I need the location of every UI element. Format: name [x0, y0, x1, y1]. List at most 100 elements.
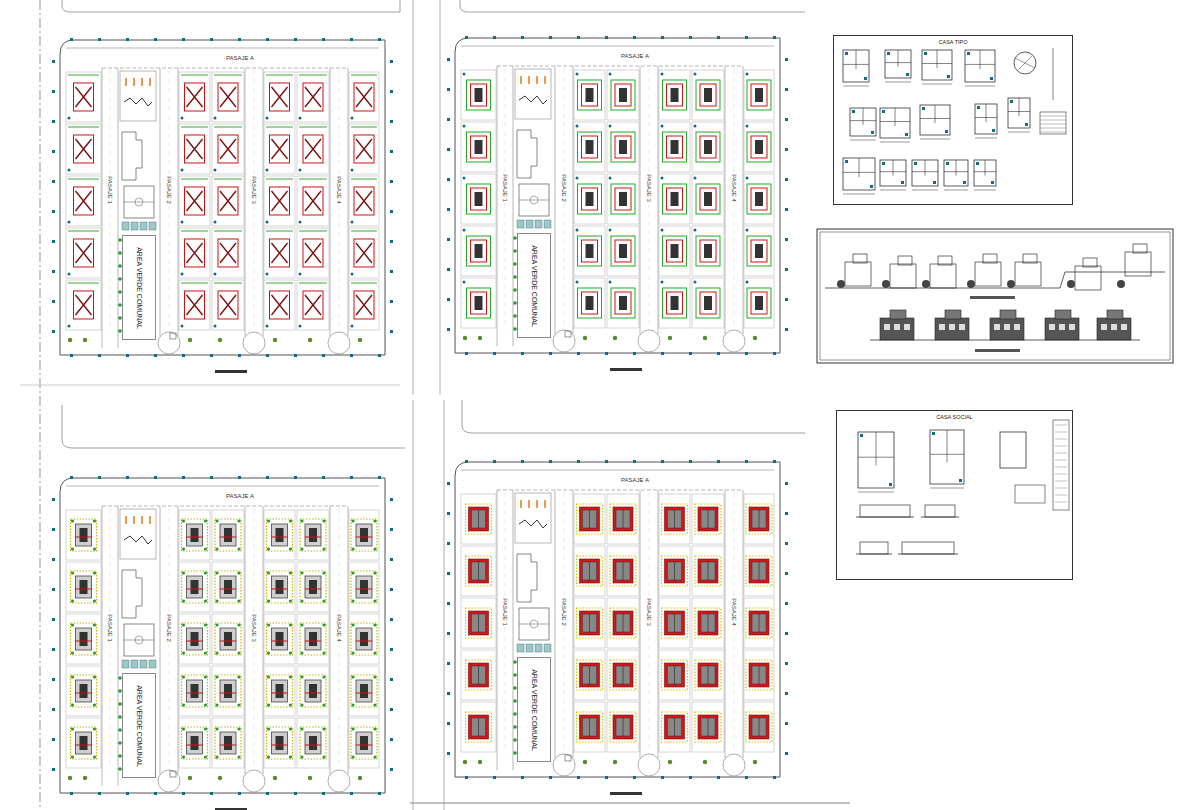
housing-lot [179, 176, 210, 226]
cul-de-sac [723, 330, 745, 352]
housing-lot [179, 124, 210, 174]
housing-lot [607, 546, 639, 596]
housing-lot [574, 650, 605, 700]
street-name: PASAJE 4 [336, 175, 343, 205]
housing-lot [574, 174, 605, 224]
housing-lot [212, 176, 244, 226]
housing-lot [461, 650, 496, 700]
cul-de-sac [328, 332, 350, 354]
green-area-strip: AREA VERDE COMUNAL [122, 235, 156, 340]
street-name: PASAJE 4 [336, 613, 343, 643]
site-plan [447, 460, 788, 795]
housing-lot [212, 280, 244, 330]
street-name: PASAJE A [225, 493, 255, 500]
housing-lot [264, 666, 295, 716]
housing-lot [574, 122, 605, 172]
scale-bar [215, 808, 247, 810]
housing-lot [744, 546, 774, 596]
housing-lot [264, 510, 295, 560]
street-name: PASAJE 1 [502, 597, 509, 627]
housing-lot [264, 718, 295, 768]
housing-lot [744, 278, 774, 328]
housing-lot [264, 124, 295, 174]
cul-de-sac [553, 330, 575, 352]
cul-de-sac [158, 770, 180, 792]
housing-lot [574, 546, 605, 596]
housing-lot [212, 718, 244, 768]
housing-lot [297, 718, 329, 768]
drawing-sheet-frame: CASA SOCIAL [836, 410, 1073, 580]
street-lines [20, 0, 850, 810]
site-boundary [455, 38, 780, 353]
cul-de-sac [638, 754, 660, 776]
green-area-strip: AREA VERDE COMUNAL [122, 673, 156, 778]
site-boundary [455, 462, 780, 777]
housing-lot [461, 122, 496, 172]
housing-lot [607, 598, 639, 648]
housing-lot [461, 278, 496, 328]
housing-lot [659, 122, 690, 172]
housing-lot [659, 650, 690, 700]
community-area [118, 71, 156, 333]
street-name: PASAJE A [225, 55, 255, 62]
housing-lot [692, 650, 724, 700]
street-name: PASAJE A [620, 477, 650, 484]
housing-lot [461, 494, 496, 544]
cul-de-sac [553, 754, 575, 776]
housing-lot [461, 598, 496, 648]
housing-lot [297, 124, 329, 174]
housing-lot [692, 546, 724, 596]
housing-lot [659, 494, 690, 544]
cul-de-sac [328, 770, 350, 792]
housing-lot [179, 280, 210, 330]
housing-lot [692, 278, 724, 328]
housing-lot [66, 614, 101, 664]
housing-lot [297, 176, 329, 226]
community-area [118, 509, 156, 771]
housing-lot [66, 176, 101, 226]
housing-lot [179, 510, 210, 560]
housing-lot [692, 494, 724, 544]
housing-lot [607, 174, 639, 224]
housing-lot [692, 122, 724, 172]
housing-lot [349, 718, 379, 768]
housing-lot [179, 666, 210, 716]
housing-lot [212, 666, 244, 716]
site-plan [447, 36, 788, 371]
housing-lot [349, 280, 379, 330]
housing-lot [179, 72, 210, 122]
elevation-sheet [817, 229, 1173, 363]
housing-lot [297, 666, 329, 716]
scale-bar [215, 370, 247, 373]
sheet-title: CASA SOCIAL [936, 414, 972, 420]
housing-lot [744, 702, 774, 752]
housing-lot [461, 70, 496, 120]
housing-lot [659, 702, 690, 752]
housing-lot [349, 72, 379, 122]
housing-lot [744, 598, 774, 648]
street-name: PASAJE 2 [561, 173, 568, 203]
housing-lot [461, 702, 496, 752]
housing-lot [297, 562, 329, 612]
street-name: PASAJE 1 [502, 173, 509, 203]
cul-de-sac [243, 332, 265, 354]
housing-lot [66, 280, 101, 330]
housing-lot [212, 72, 244, 122]
housing-lot [349, 124, 379, 174]
site-boundary [60, 478, 385, 793]
street-name: PASAJE 2 [561, 597, 568, 627]
housing-lot [744, 174, 774, 224]
housing-lot [692, 598, 724, 648]
housing-lot [461, 174, 496, 224]
housing-lot [212, 510, 244, 560]
community-area [513, 69, 551, 331]
housing-lot [349, 228, 379, 278]
housing-lot [692, 174, 724, 224]
housing-lot [212, 614, 244, 664]
street-name: PASAJE 1 [107, 613, 114, 643]
housing-lot [297, 510, 329, 560]
site-boundary [60, 40, 385, 355]
housing-lot [574, 598, 605, 648]
